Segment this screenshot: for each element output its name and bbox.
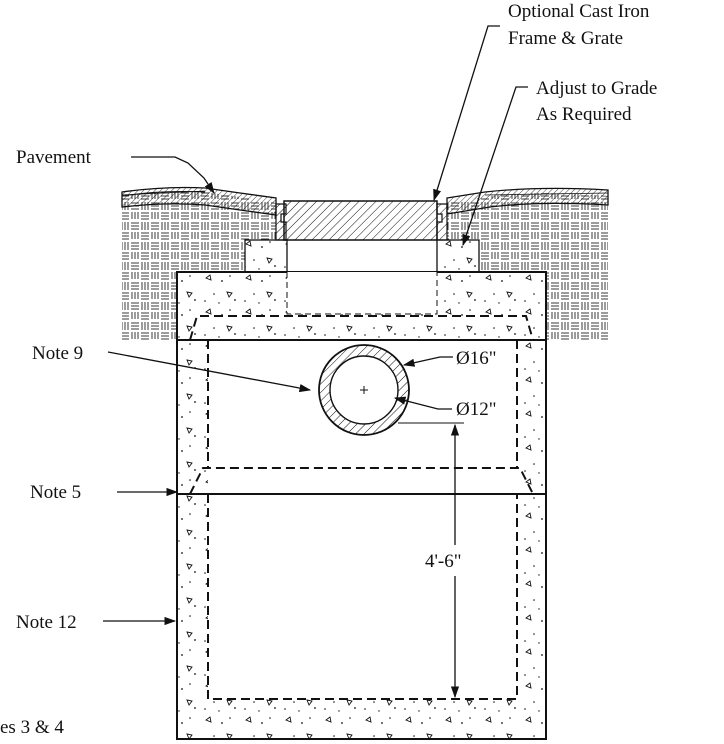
- dim-inner-diameter: Ø12": [456, 399, 496, 420]
- pipe: [318, 344, 410, 436]
- dim-depth: 4'-6": [425, 551, 462, 572]
- leader-pavement: [131, 156, 215, 194]
- label-adjust-line1: Adjust to Grade: [536, 78, 657, 99]
- label-note12: Note 12: [16, 612, 77, 633]
- frame-and-grate: [275, 200, 448, 241]
- leader-note9: [107, 351, 312, 393]
- label-adjust-line2: As Required: [536, 104, 632, 125]
- leader-dim16: [402, 356, 453, 367]
- leaders: [103, 25, 528, 699]
- label-note5: Note 5: [30, 482, 81, 503]
- label-optional-frame-line1: Optional Cast Iron: [508, 1, 650, 22]
- label-optional-frame-line2: Frame & Grate: [508, 28, 623, 49]
- label-note9: Note 9: [32, 343, 83, 364]
- leader-adjust-grade: [462, 86, 528, 247]
- leader-dim12: [393, 396, 452, 410]
- base-section: [176, 494, 547, 740]
- upper-riser: [176, 340, 547, 495]
- label-pavement: Pavement: [16, 147, 92, 168]
- label-notes-3-4: es 3 & 4: [0, 717, 64, 738]
- dim-outer-diameter: Ø16": [456, 348, 496, 369]
- adjustment-rings: [244, 239, 480, 273]
- top-slab: [176, 271, 547, 341]
- leader-frame-grate: [433, 25, 500, 202]
